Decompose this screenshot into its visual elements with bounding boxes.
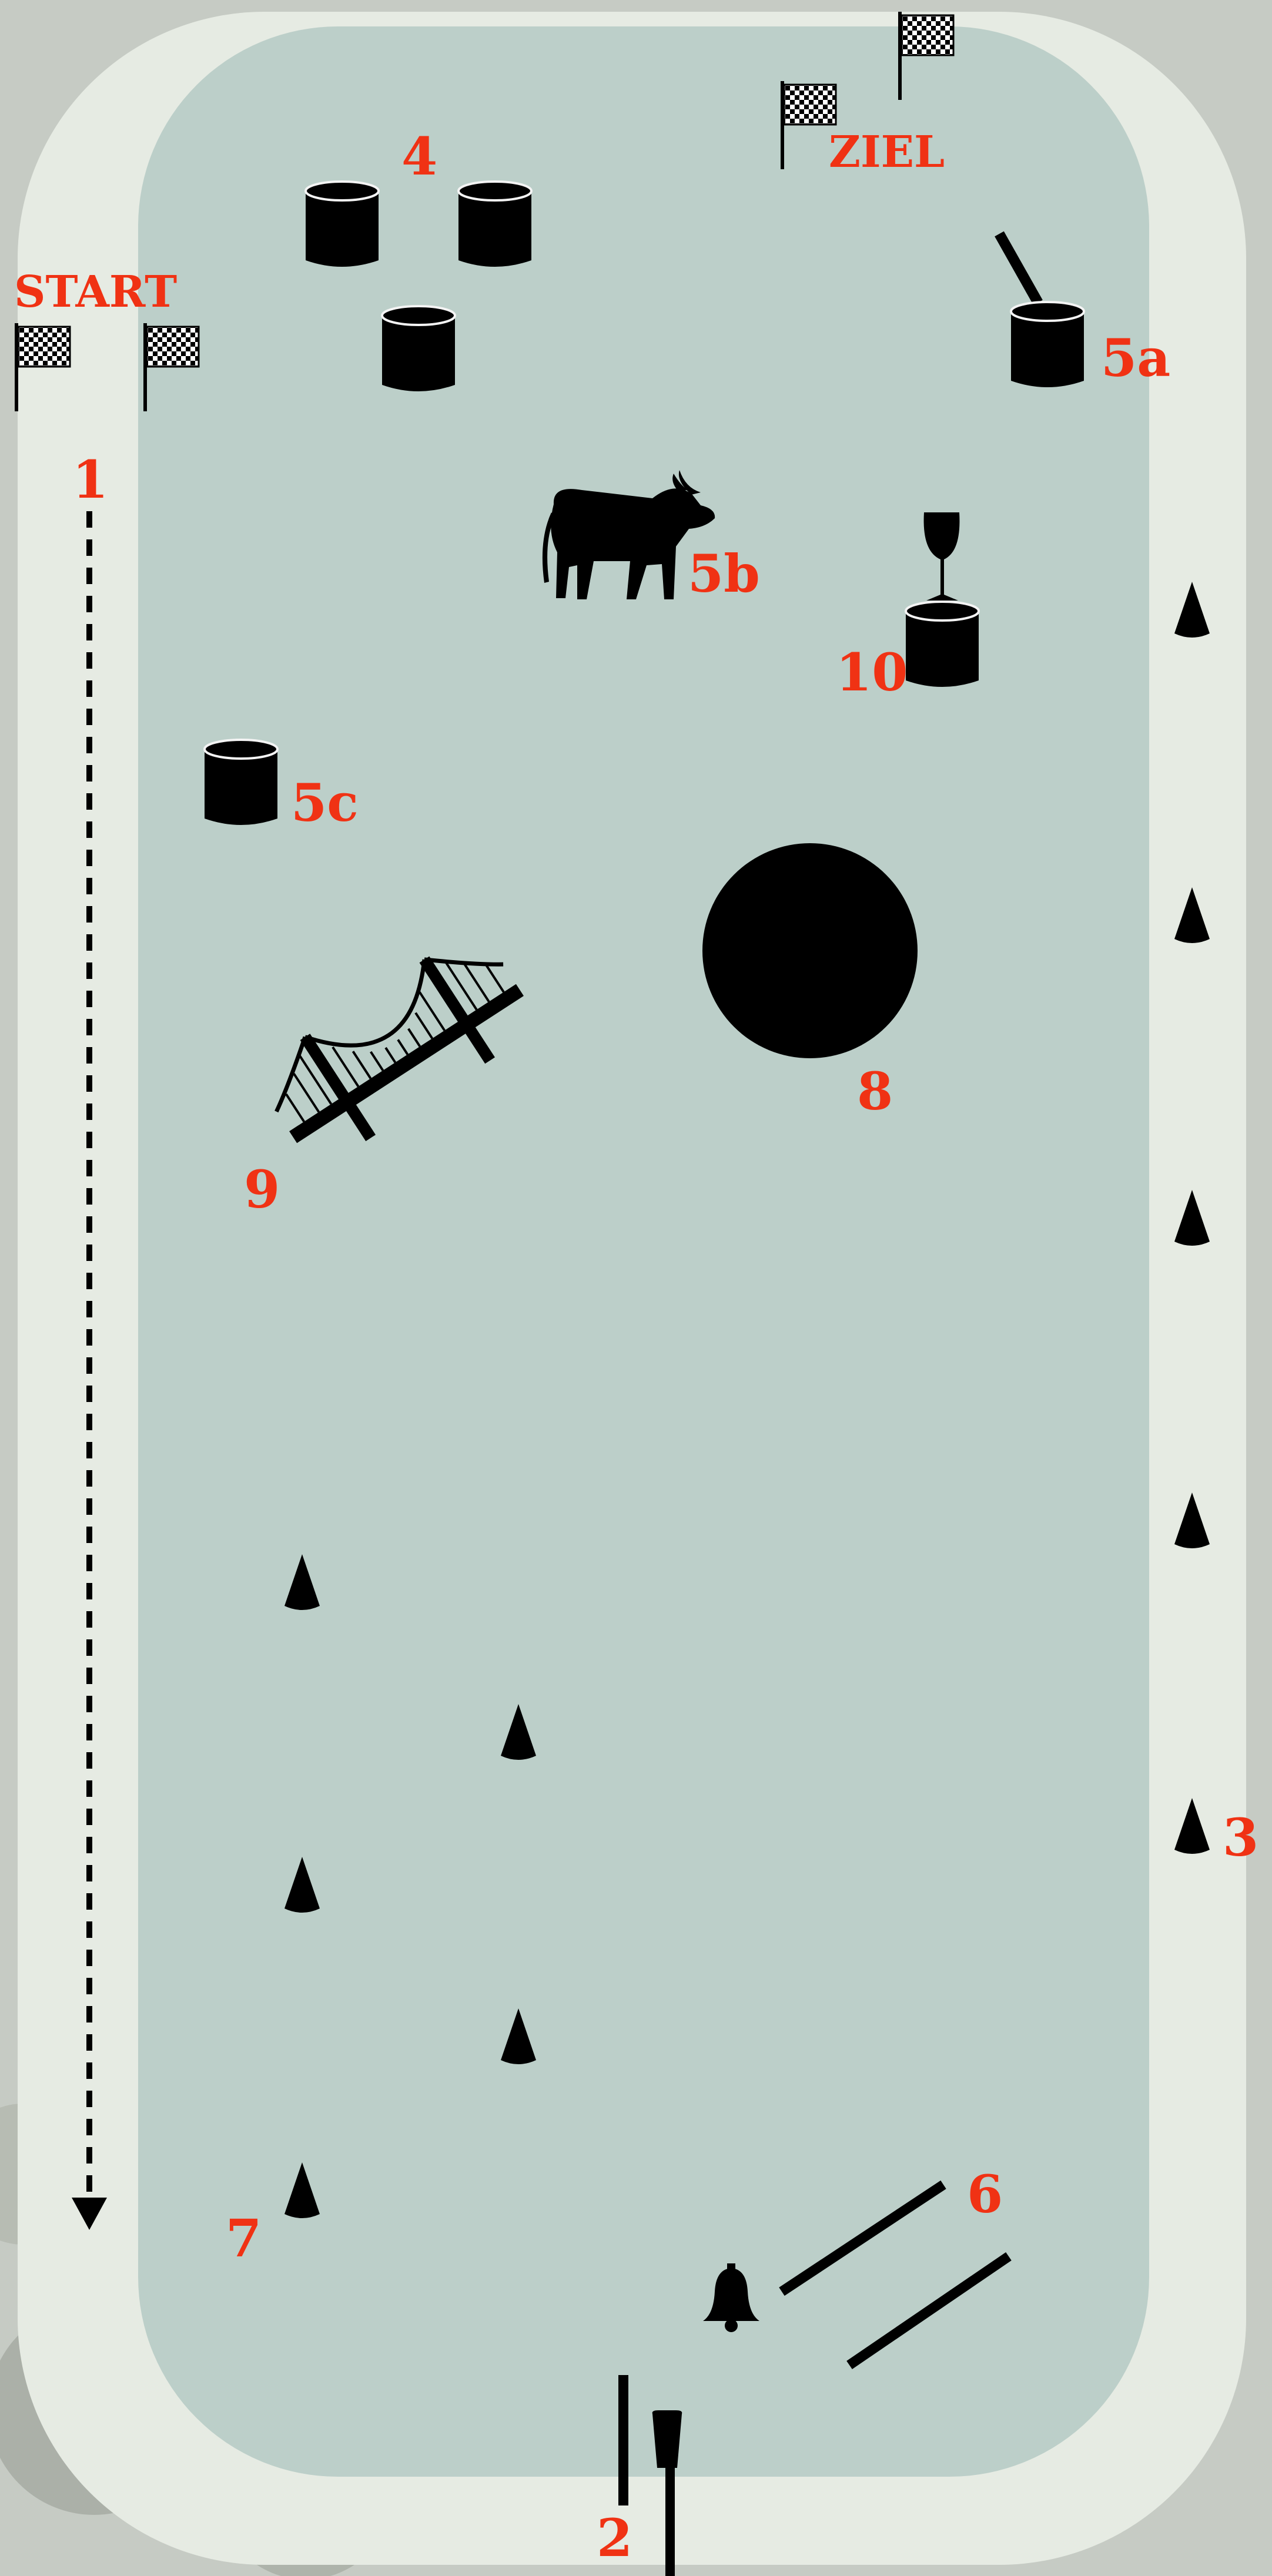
station-label-1: 1: [72, 454, 108, 505]
stopper-icon: [652, 2410, 682, 2468]
barrel-icon: [1011, 302, 1084, 387]
station-label-5c: 5c: [291, 777, 359, 829]
finish-label: ZIEL: [829, 130, 945, 174]
station-label-4: 4: [401, 130, 437, 182]
station-label-5a: 5a: [1101, 332, 1170, 384]
post-icon: [618, 2375, 628, 2505]
station-label-6: 6: [967, 2168, 1003, 2220]
station-label-5b: 5b: [688, 548, 760, 599]
infield: [138, 26, 1149, 2477]
start-label: START: [14, 270, 177, 314]
post-icon: [665, 2466, 675, 2576]
station-label-10: 10: [836, 646, 908, 698]
barrel-icon: [306, 182, 379, 267]
barrel-icon: [205, 740, 277, 825]
station-label-8: 8: [857, 1065, 893, 1117]
station-label-3: 3: [1223, 1812, 1258, 1863]
station-label-7: 7: [226, 2212, 262, 2264]
station-label-2: 2: [597, 2512, 632, 2564]
ball-icon: [702, 843, 918, 1058]
barrel-icon: [906, 602, 979, 687]
barrel-icon: [458, 182, 531, 267]
station-label-9: 9: [244, 1163, 280, 1215]
barrel-icon: [382, 306, 455, 391]
